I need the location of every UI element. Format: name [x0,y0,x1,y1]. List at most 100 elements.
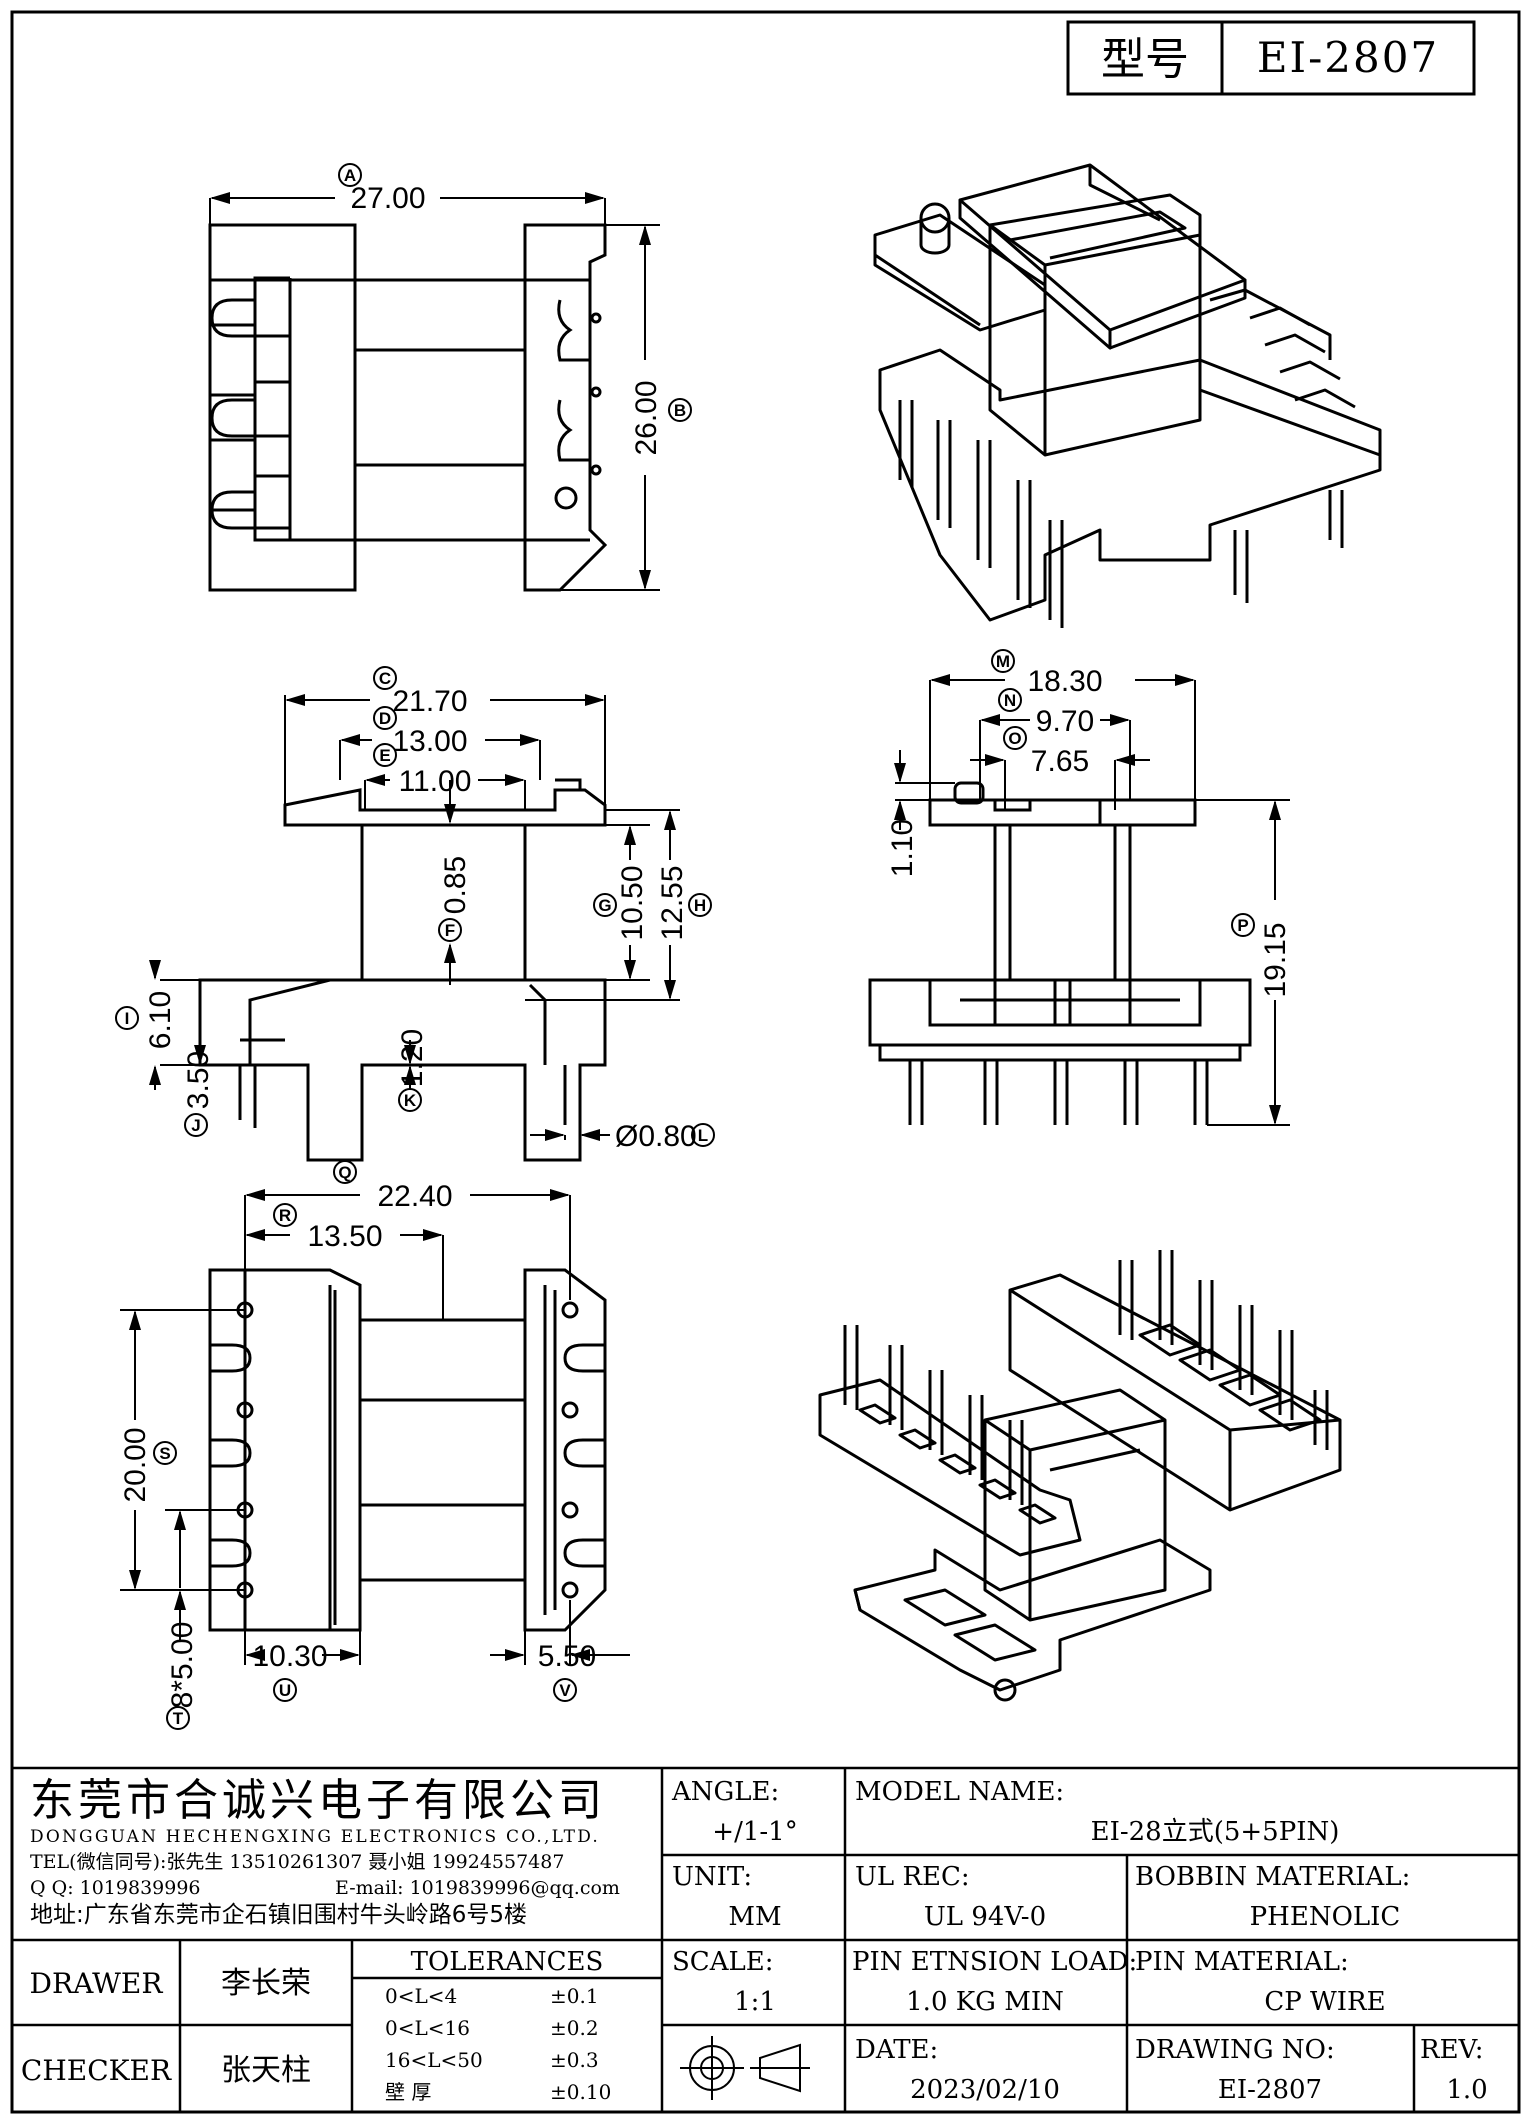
title-block-text: ANGLE: +/1-1° UNIT: MM SCALE: 1:1 MODEL … [21,1777,1488,2105]
title-block-lines [12,1766,1519,2112]
company-email: E-mail: 1019839996@qq.com [335,1877,620,1899]
header-box: 型号 EI-2807 [1066,20,1476,96]
svg-text:Q: Q [338,1163,351,1182]
dim-S: 20.00 [119,1427,152,1502]
scale-label: SCALE: [672,1947,774,1977]
svg-text:S: S [159,1444,170,1463]
unit-label: UNIT: [672,1862,752,1892]
date-label: DATE: [855,2035,938,2065]
drawing-no-label: DRAWING NO: [1135,2035,1335,2065]
svg-text:M: M [996,652,1010,671]
bobbin-value: PHENOLIC [1250,1902,1401,1932]
unit-value: MM [728,1902,781,1932]
front-view [198,778,607,1162]
rev-label: REV: [1420,2035,1483,2065]
svg-text:H: H [694,896,706,915]
angle-label: ANGLE: [671,1777,779,1807]
company-block: 东莞市合诚兴电子有限公司 DONGGUAN HECHENGXING ELECTR… [30,1775,620,1928]
projection-symbol-icon [680,2036,810,2100]
dim-M: 18.30 [1027,665,1102,698]
dim-J: 3.50 [182,1051,215,1109]
dim-A: 27.00 [350,182,425,215]
svg-text:L: L [698,1126,708,1145]
top-view-dimensions [209,192,660,591]
company-name-en: DONGGUAN HECHENGXING ELECTRONICS CO.,LTD… [30,1827,600,1847]
dim-C: 21.70 [392,685,467,718]
svg-text:V: V [559,1681,571,1700]
tol-range-1: 0<L<4 [385,1984,457,2008]
dim-U: 10.30 [252,1640,327,1673]
svg-text:U: U [279,1681,291,1700]
type-label: 型号 [1101,34,1189,85]
svg-text:P: P [1237,916,1248,935]
tol-value-3: ±0.3 [550,2048,599,2072]
ul-label: UL REC: [855,1862,970,1892]
svg-text:K: K [404,1091,417,1110]
angle-value: +/1-1° [712,1817,797,1847]
dim-T: 8*5.00 [166,1622,199,1709]
dim-I: 6.10 [144,991,177,1049]
company-name-cn: 东莞市合诚兴电子有限公司 [30,1775,606,1826]
svg-text:A: A [344,166,356,185]
tol-value-4: ±0.10 [550,2080,611,2104]
dim-V: 5.50 [538,1640,596,1673]
top-view-labels: A 27.00 26.00 B [338,163,692,456]
svg-text:R: R [279,1206,291,1225]
top-view [208,223,608,592]
drawing-no-value: EI-2807 [1218,2075,1322,2105]
ul-value: UL 94V-0 [924,1902,1046,1932]
dim-O: 7.65 [1031,745,1089,778]
pin-load-label: PIN ETNSION LOAD: [852,1947,1137,1977]
svg-text:N: N [1004,691,1016,710]
side-view-labels: M 18.30 N 9.70 O 7.65 1.10 P 19.15 [886,649,1292,998]
svg-text:O: O [1008,729,1021,748]
drawer-value: 李长荣 [221,1966,311,2001]
dim-R: 13.50 [307,1220,382,1253]
dim-N: 9.70 [1036,705,1094,738]
svg-text:I: I [125,1009,130,1028]
svg-text:B: B [674,401,686,420]
dim-D: 13.00 [392,725,467,758]
type-value: EI-2807 [1257,33,1439,82]
dim-L: Ø0.80 [615,1120,697,1153]
svg-text:E: E [379,746,390,765]
dim-H: 12.55 [656,865,689,940]
company-address: 地址:广东省东莞市企石镇旧围村牛头岭路6号5楼 [30,1902,527,1928]
bottom-view-dimensions [120,1189,630,1665]
company-tel: TEL(微信同号):张先生 13510261307 聂小姐 1992455748… [30,1851,564,1873]
drawer-label: DRAWER [30,1967,164,2000]
pin-material-value: CP WIRE [1264,1987,1385,2017]
dim-B: 26.00 [630,380,663,455]
bobbin-label: BOBBIN MATERIAL: [1135,1862,1410,1892]
dim-P: 19.15 [1259,922,1292,997]
dim-E: 11.00 [399,765,472,798]
svg-text:C: C [379,669,391,688]
company-qq: Q Q: 1019839996 [30,1877,201,1899]
tol-range-4: 壁 厚 [385,2080,431,2104]
tolerances-label: TOLERANCES [411,1947,604,1977]
checker-value: 张天柱 [221,2053,311,2088]
dim-K: 1.20 [396,1029,429,1087]
bottom-view-labels: Q 22.40 R 13.50 20.00 S 8*5.00 T 10.30 U… [119,1160,596,1730]
side-view [868,781,1252,1125]
date-value: 2023/02/10 [910,2075,1060,2105]
rev-value: 1.0 [1446,2075,1487,2105]
side-view-dimensions [894,674,1290,1126]
dim-F: 0.85 [439,856,472,914]
iso-view-top [873,163,1382,628]
svg-text:G: G [598,896,611,915]
svg-text:J: J [191,1116,200,1135]
scale-value: 1:1 [734,1987,776,2017]
bottom-view [208,1268,607,1632]
checker-label: CHECKER [21,2054,172,2087]
tol-range-2: 0<L<16 [385,2016,470,2040]
svg-text:D: D [379,709,391,728]
tol-range-3: 16<L<50 [385,2048,483,2072]
sheet-border [10,10,1521,2114]
front-view-dimensions [149,694,680,1141]
pin-load-value: 1.0 KG MIN [906,1987,1064,2017]
front-view-labels: C 21.70 D 13.00 E 11.00 0.85 F G 10.50 1… [115,666,715,1153]
model-label: MODEL NAME: [855,1777,1064,1807]
tol-value-1: ±0.1 [550,1984,599,2008]
model-value: EI-28立式(5+5PIN) [1091,1817,1340,1847]
